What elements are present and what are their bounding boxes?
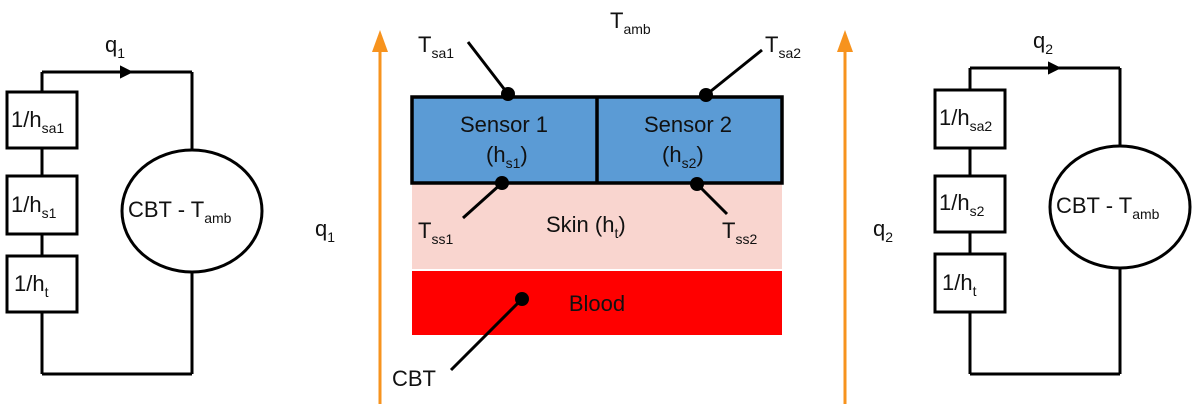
center-model: Tamb q1 q2 Sensor 1 (hs1) Sensor 2 (hs2)… [315,8,893,404]
probe-label-tsa1: Tsa1 [418,32,454,61]
probe-label-tss2: Tss2 [722,218,757,247]
probe-label-cbt: CBT [392,366,436,391]
left-flux-arrow [372,30,388,404]
flux-right-label: q2 [873,216,893,245]
right-flow-label: q2 [1033,28,1053,57]
probe-dot-tsa2 [699,88,713,102]
left-source-label: CBT - Tamb [128,197,232,226]
sensor1-block [412,97,597,183]
right-resistor-sa2-label: 1/hsa2 [939,105,992,134]
sensor2-block [597,97,782,183]
right-resistor-s2 [933,174,1007,234]
left-resistor-sa1 [5,90,79,150]
probe-dot-tsa1 [501,87,515,101]
left-source-ellipse [120,148,264,274]
probe-label-tss1: Tss1 [418,218,453,247]
right-resistor-t [933,252,1007,314]
left-flow-label: q1 [105,32,125,61]
skin-layer [412,183,782,269]
right-source-ellipse [1048,144,1192,270]
left-resistor-sa1-label: 1/hsa1 [11,107,64,136]
right-flux-arrow [837,30,853,404]
left-resistor-t [5,254,79,314]
probe-lead-cbt [449,297,524,372]
flux-left-label: q1 [315,216,335,245]
probe-dot-tss2 [690,177,704,191]
left-circuit: q1 1/hsa1 1/hs1 1/ht CBT - Tamb [5,32,264,376]
left-resistor-s1 [5,174,79,236]
left-resistor-t-label: 1/ht [14,271,49,300]
blood-label: Blood [569,291,625,316]
right-source-label: CBT - Tamb [1056,193,1160,222]
probe-dot-cbt [515,292,529,306]
right-circuit: q2 1/hsa2 1/hs2 1/ht CBT - Tamb [933,28,1192,376]
right-resistor-t-label: 1/ht [942,270,977,299]
sensor2-name: Sensor 2 [644,112,732,137]
left-resistor-s1-label: 1/hs1 [11,192,57,221]
sensor2-coef: (hs2) [662,142,704,171]
ambient-label: Tamb [610,8,651,37]
probe-label-tsa2: Tsa2 [765,32,801,61]
right-resistor-s2-label: 1/hs2 [939,190,985,219]
blood-layer [412,271,782,335]
probe-lead-tsa1 [466,41,510,95]
right-resistor-sa2 [933,88,1007,150]
probe-lead-tss1 [461,181,504,220]
probe-dot-tss1 [495,176,509,190]
probe-lead-tss2 [695,182,729,216]
skin-label: Skin (ht) [546,212,626,241]
sensor1-coef: (hs1) [486,142,528,171]
sensor1-name: Sensor 1 [460,112,548,137]
probe-lead-tsa2 [705,48,763,97]
